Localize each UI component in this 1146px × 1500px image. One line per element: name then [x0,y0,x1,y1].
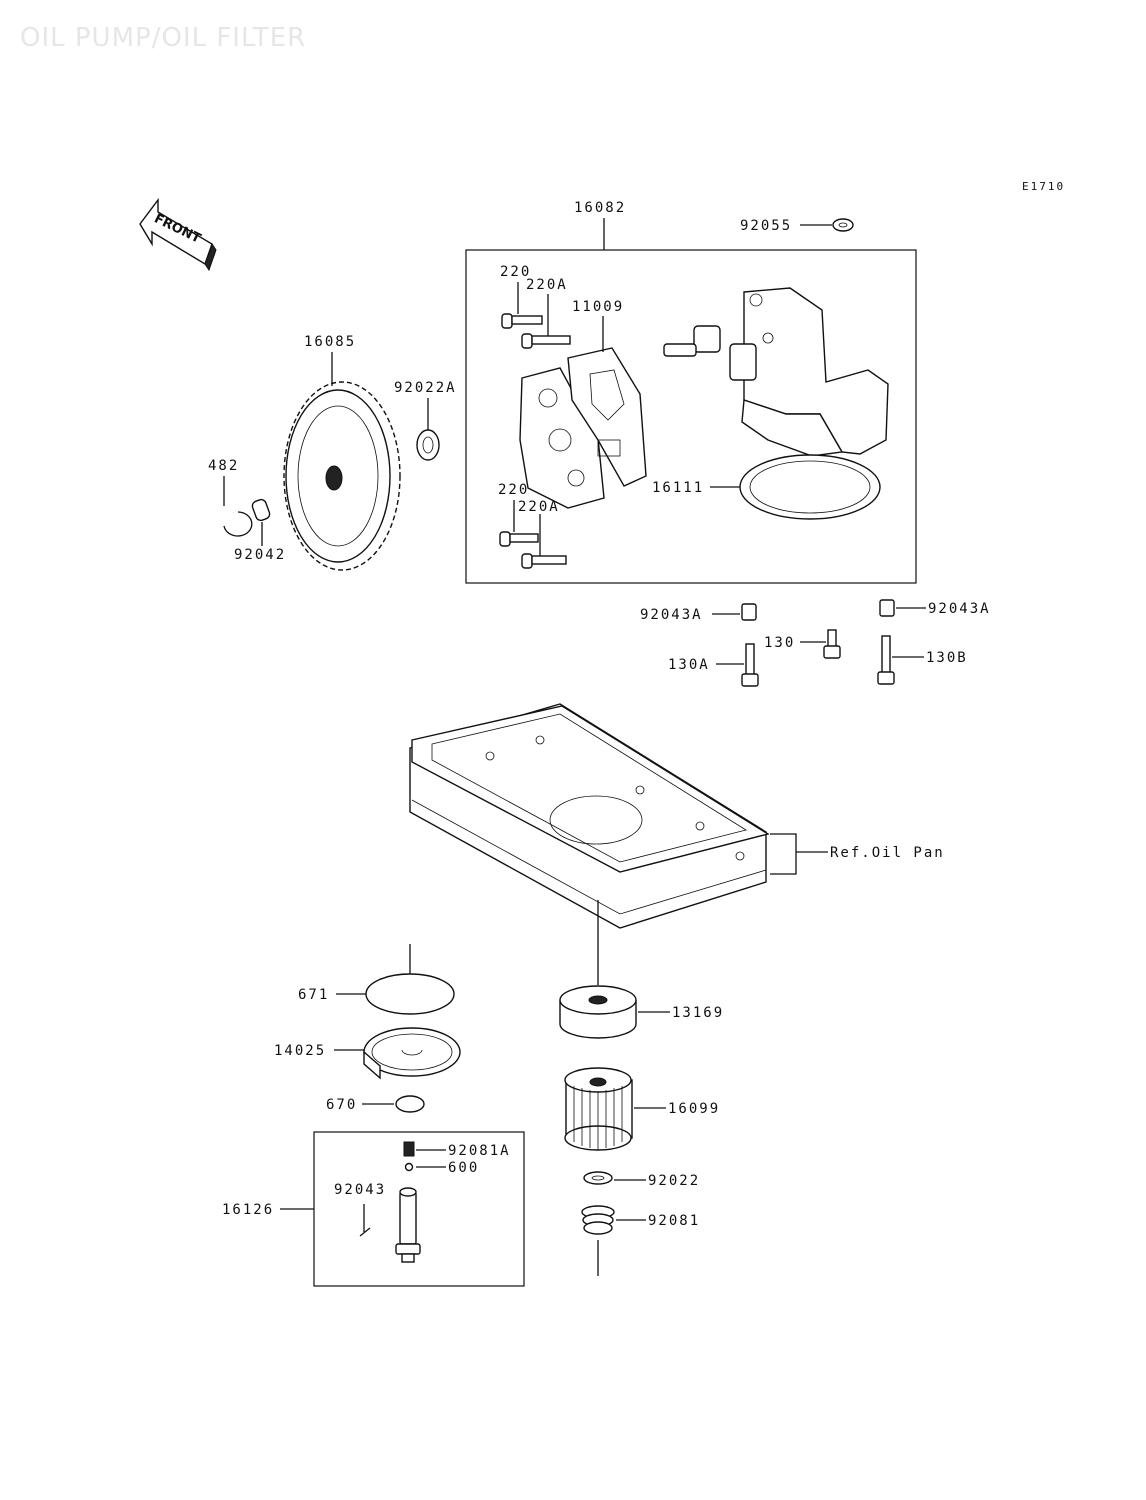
part-label-130A: 130A [668,657,710,673]
part-label-482: 482 [208,458,239,474]
part-label-92043A-right: 92043A [928,601,991,617]
oil-pump-gear-16085 [283,352,401,571]
page-title: OIL PUMP/OIL FILTER [20,23,306,53]
spring-92081A [403,1141,446,1157]
oil-pan [409,703,828,985]
bolt-220-top [501,282,543,329]
bolt-130A [716,643,759,687]
pin-92043 [359,1204,371,1237]
bolt-130B [877,635,924,685]
part-label-16099: 16099 [668,1101,720,1117]
front-arrow-icon: FRONT [139,197,217,272]
bolt-220A-top [521,294,571,349]
bolt-130 [800,629,841,659]
o-ring-671 [336,944,455,1015]
part-label-16126: 16126 [222,1202,274,1218]
part-label-16111: 16111 [652,480,704,496]
part-label-670: 670 [326,1097,357,1113]
oil-pump-assembly-box [465,218,917,584]
part-label-92042: 92042 [234,547,286,563]
part-label-92043: 92043 [334,1182,386,1198]
part-label-130B: 130B [926,650,968,666]
figure-code: E1710 [1022,180,1065,193]
relief-valve-box-16126 [280,1131,525,1287]
part-label-220A-top: 220A [526,277,568,293]
part-label-130: 130 [764,635,795,651]
part-label-92043A-left: 92043A [640,607,703,623]
part-label-13169: 13169 [672,1005,724,1021]
part-label-671: 671 [298,987,329,1003]
filter-cover-14025 [334,1027,461,1080]
part-label-92081A: 92081A [448,1143,511,1159]
oil-strainer-16111 [710,454,881,520]
part-label-92022: 92022 [648,1173,700,1189]
gasket-11009 [567,316,647,487]
part-label-220-top: 220 [500,264,531,280]
pin-92042 [251,498,271,546]
magnet-13169 [559,985,670,1039]
part-label-92055: 92055 [740,218,792,234]
dowel-92043A-left [712,603,757,621]
seal-92022A [416,398,440,461]
oil-filter-16099 [564,1067,666,1151]
ref-oil-pan-label: Ref.Oil Pan [830,845,945,861]
washer-92055 [800,218,854,232]
dowel-92043A-right [879,599,926,617]
spring-92081 [581,1205,646,1276]
bolt-220A-bottom [521,514,567,569]
circlip-482 [223,476,253,537]
bolt-220-bottom [499,500,539,547]
part-label-600: 600 [448,1160,479,1176]
washer-92022 [583,1171,646,1185]
part-label-16085: 16085 [304,334,356,350]
part-label-92022A: 92022A [394,380,457,396]
part-label-92081: 92081 [648,1213,700,1229]
ball-600 [404,1162,446,1172]
relief-valve [395,1187,421,1263]
part-label-220A-bottom: 220A [518,499,560,515]
o-ring-670 [362,1095,425,1113]
oil-pump-body [663,287,889,457]
part-label-16082: 16082 [574,200,626,216]
pump-cover [519,367,605,509]
part-label-11009: 11009 [572,299,624,315]
part-label-220-bottom: 220 [498,482,529,498]
part-label-14025: 14025 [274,1043,326,1059]
